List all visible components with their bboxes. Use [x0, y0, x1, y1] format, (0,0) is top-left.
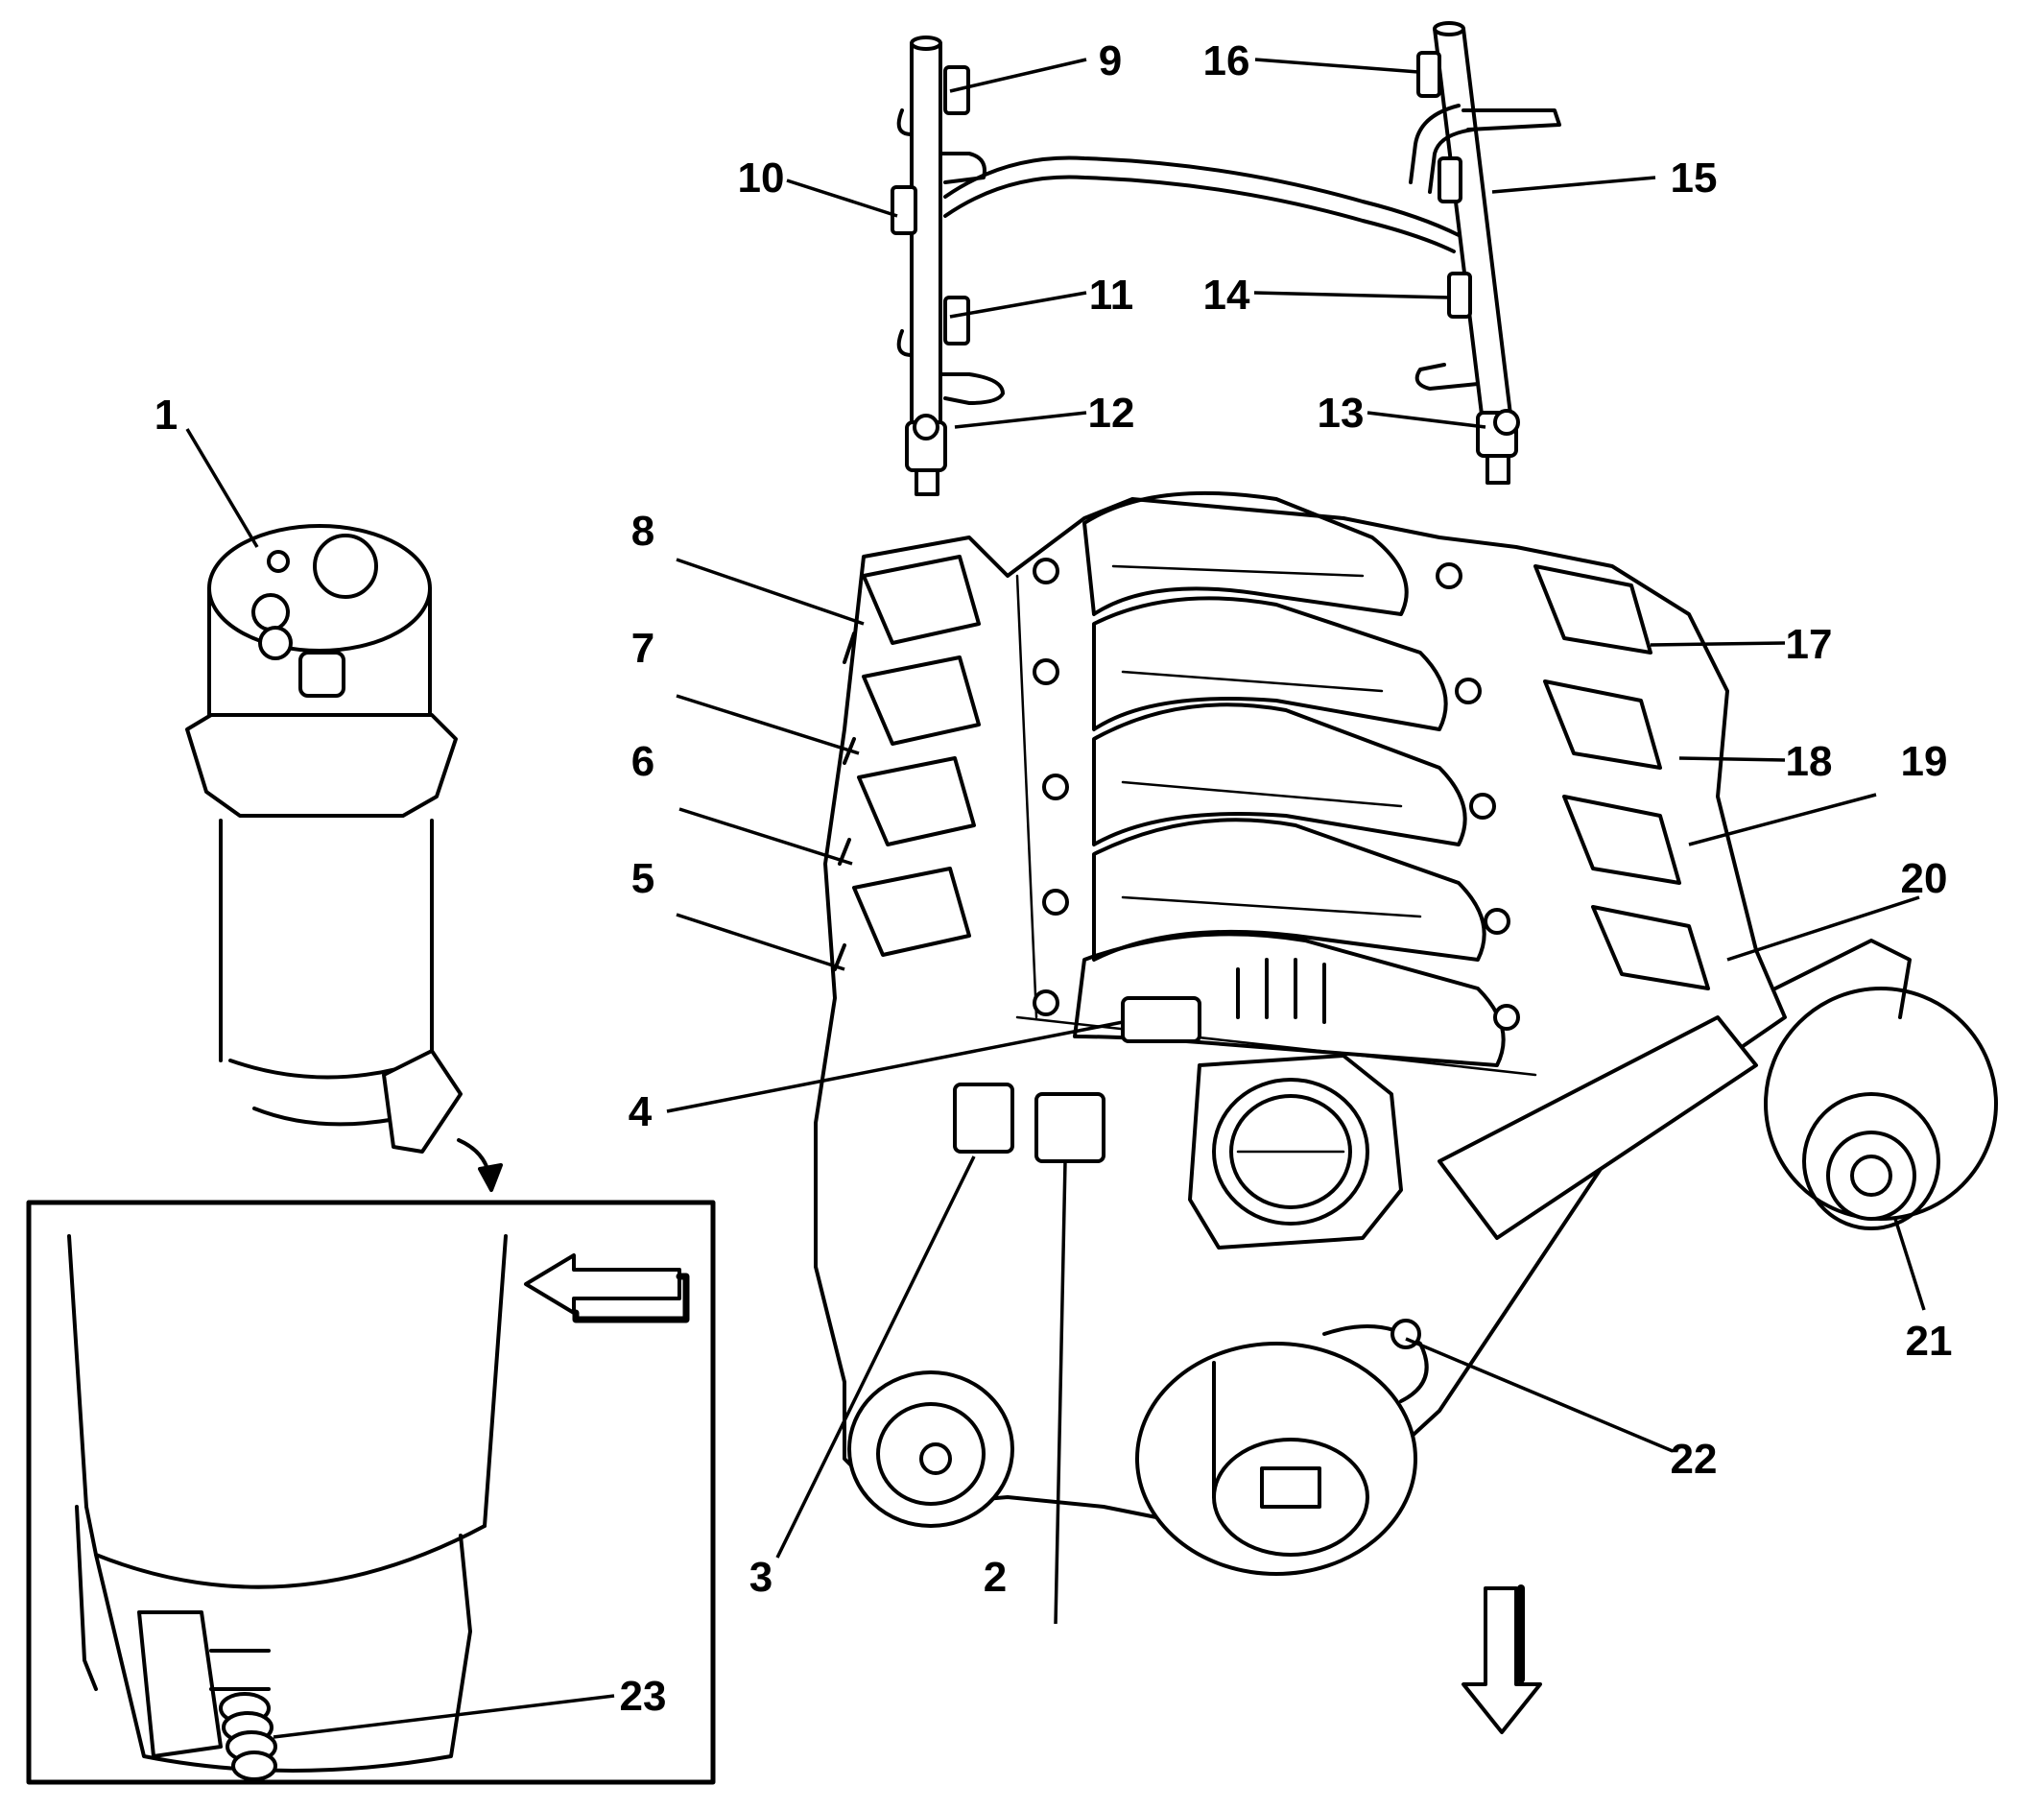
engine-block — [814, 490, 1998, 1576]
detail-inset — [26, 1200, 716, 1785]
callout-7: 7 — [631, 625, 654, 672]
callout-20: 20 — [1901, 855, 1948, 902]
fuel-filter — [185, 524, 463, 1154]
manifold-bolts — [1033, 558, 1520, 1031]
callout-2: 2 — [984, 1554, 1007, 1601]
callout-8: 8 — [631, 508, 654, 555]
ac-compressor — [847, 1370, 1014, 1528]
callout-14: 14 — [1203, 272, 1250, 319]
callout-10: 10 — [738, 155, 785, 202]
callout-labels: 1 2 3 4 5 6 7 8 9 10 11 12 13 14 15 16 1… — [154, 37, 1953, 1720]
alternator-bracket — [1438, 1015, 1758, 1240]
callout-17: 17 — [1786, 621, 1833, 668]
callout-21: 21 — [1906, 1318, 1953, 1365]
right-fuel-injectors — [1416, 51, 1520, 485]
callout-1: 1 — [154, 392, 178, 439]
callout-22: 22 — [1671, 1436, 1718, 1483]
callout-12: 12 — [1088, 390, 1135, 437]
fuel-line-fitting — [219, 1692, 277, 1781]
callout-3: 3 — [749, 1554, 772, 1601]
callout-23: 23 — [620, 1673, 667, 1720]
callout-15: 15 — [1671, 155, 1718, 202]
leader-lines — [185, 58, 1926, 1739]
harmonic-balancer — [1135, 1342, 1417, 1576]
right-ignition-coils — [1533, 564, 1710, 990]
sensor-connector-3 — [953, 1083, 1014, 1154]
left-ignition-coils — [833, 555, 981, 971]
callout-19: 19 — [1901, 738, 1948, 785]
callout-13: 13 — [1318, 390, 1365, 437]
callout-18: 18 — [1786, 738, 1833, 785]
sensor-connector-4 — [1121, 996, 1201, 1043]
callout-11: 11 — [1089, 272, 1134, 319]
throttle-body — [1188, 958, 1403, 1250]
sensor-module-2 — [1034, 1092, 1105, 1163]
callout-5: 5 — [631, 855, 654, 902]
callout-6: 6 — [631, 738, 654, 785]
callout-16: 16 — [1203, 37, 1250, 84]
alternator — [1764, 939, 1998, 1230]
front-direction-arrow — [1462, 1584, 1542, 1734]
callout-9: 9 — [1099, 37, 1122, 84]
callout-4: 4 — [629, 1088, 653, 1135]
detail-view-arrow — [524, 1253, 681, 1315]
